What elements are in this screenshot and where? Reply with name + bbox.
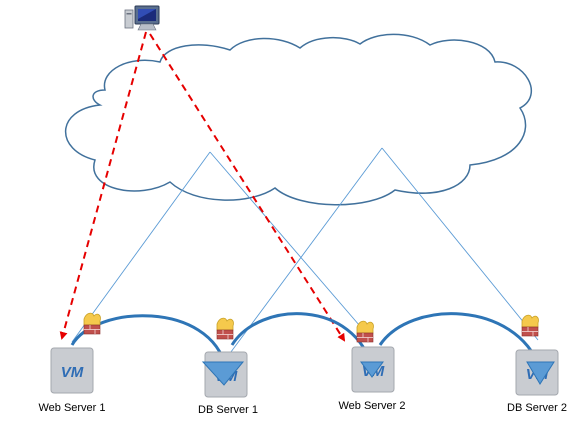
vm-icon: [50, 347, 94, 394]
server-label-db1: DB Server 1: [198, 404, 258, 416]
server-web2: VM: [351, 346, 395, 393]
vm-label: VM: [61, 364, 84, 381]
curved-arrow-icon: [201, 361, 245, 386]
request-path: [59, 31, 346, 342]
link-web1: [71, 151, 211, 343]
arcs: [70, 312, 542, 369]
computer-monitor-icon: [124, 5, 160, 31]
firewall-icon: [356, 320, 374, 343]
server-label-web2: Web Server 2: [338, 400, 406, 412]
server-db1: VM: [201, 351, 248, 398]
firewall-icon: [216, 317, 234, 340]
arc-web2-db2: [378, 312, 542, 369]
server-label-db2: DB Server 2: [507, 402, 567, 414]
link-db1: [209, 151, 373, 341]
dashed-path-to-web2: [149, 33, 346, 342]
server-db2: VM: [515, 349, 559, 396]
dashed-path-to-web1: [59, 31, 147, 340]
cloud: [64, 33, 533, 206]
firewall-icon: [83, 312, 101, 335]
arc-db1-web2: [230, 312, 374, 369]
firewall-icon: [521, 314, 539, 337]
curved-arrow-icon: [360, 361, 384, 378]
cloud-links: [71, 147, 539, 361]
server-label-web1: Web Server 1: [38, 402, 106, 414]
curved-arrow-icon: [526, 361, 555, 385]
server-web1: VM: [50, 347, 94, 394]
link-db2: [381, 147, 539, 341]
